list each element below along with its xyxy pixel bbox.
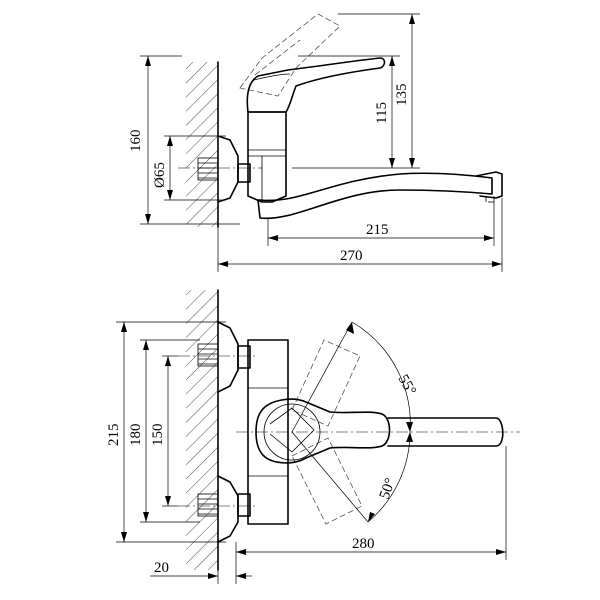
side-dim-135-label: 135 <box>394 84 410 107</box>
front-angle-55-label: 55° <box>395 372 419 398</box>
side-dim-270: 270 <box>217 198 503 272</box>
front-angle-55: 55° <box>291 321 419 433</box>
side-dim-diameter-label: Ø65 <box>152 162 168 188</box>
front-lever <box>255 398 391 464</box>
side-connection <box>197 135 251 203</box>
front-dim-20: 20 <box>150 542 252 584</box>
side-dim-215-label: 215 <box>366 222 389 238</box>
side-lever-ghost <box>239 13 341 97</box>
front-wall <box>186 289 219 571</box>
side-dim-215: 215 <box>267 202 495 246</box>
side-dim-diameter: Ø65 <box>152 135 226 201</box>
side-lever <box>246 57 386 113</box>
front-dim-280: 280 <box>236 446 507 560</box>
side-dim-270-label: 270 <box>340 248 363 264</box>
front-dim-180: 180 <box>128 339 200 523</box>
front-dim-20-label: 20 <box>154 560 169 576</box>
side-dim-115-label: 115 <box>374 102 390 124</box>
side-body <box>247 111 287 203</box>
front-angle-50: 50° <box>291 431 413 523</box>
front-dim-180-label: 180 <box>128 424 144 447</box>
front-lever-ghost-down <box>291 437 363 525</box>
side-view: 160 Ø65 115 135 <box>128 13 503 272</box>
front-dim-215: 215 <box>106 321 226 543</box>
front-angle-50-label: 50° <box>377 476 399 501</box>
side-wall <box>186 61 219 228</box>
front-dim-150-label: 150 <box>150 424 166 447</box>
front-connection-upper <box>197 321 251 393</box>
front-view: 55° 50° 215 180 <box>106 289 520 584</box>
side-dim-160-label: 160 <box>128 130 144 153</box>
side-dim-135: 135 <box>338 13 420 169</box>
front-dim-280-label: 280 <box>352 536 375 552</box>
front-dim-215-label: 215 <box>106 424 122 447</box>
side-spout <box>257 171 503 220</box>
front-dim-150: 150 <box>150 355 178 507</box>
side-dim-160: 160 <box>128 55 240 225</box>
side-dim-115: 115 <box>292 55 400 169</box>
front-connection-lower <box>197 475 251 543</box>
